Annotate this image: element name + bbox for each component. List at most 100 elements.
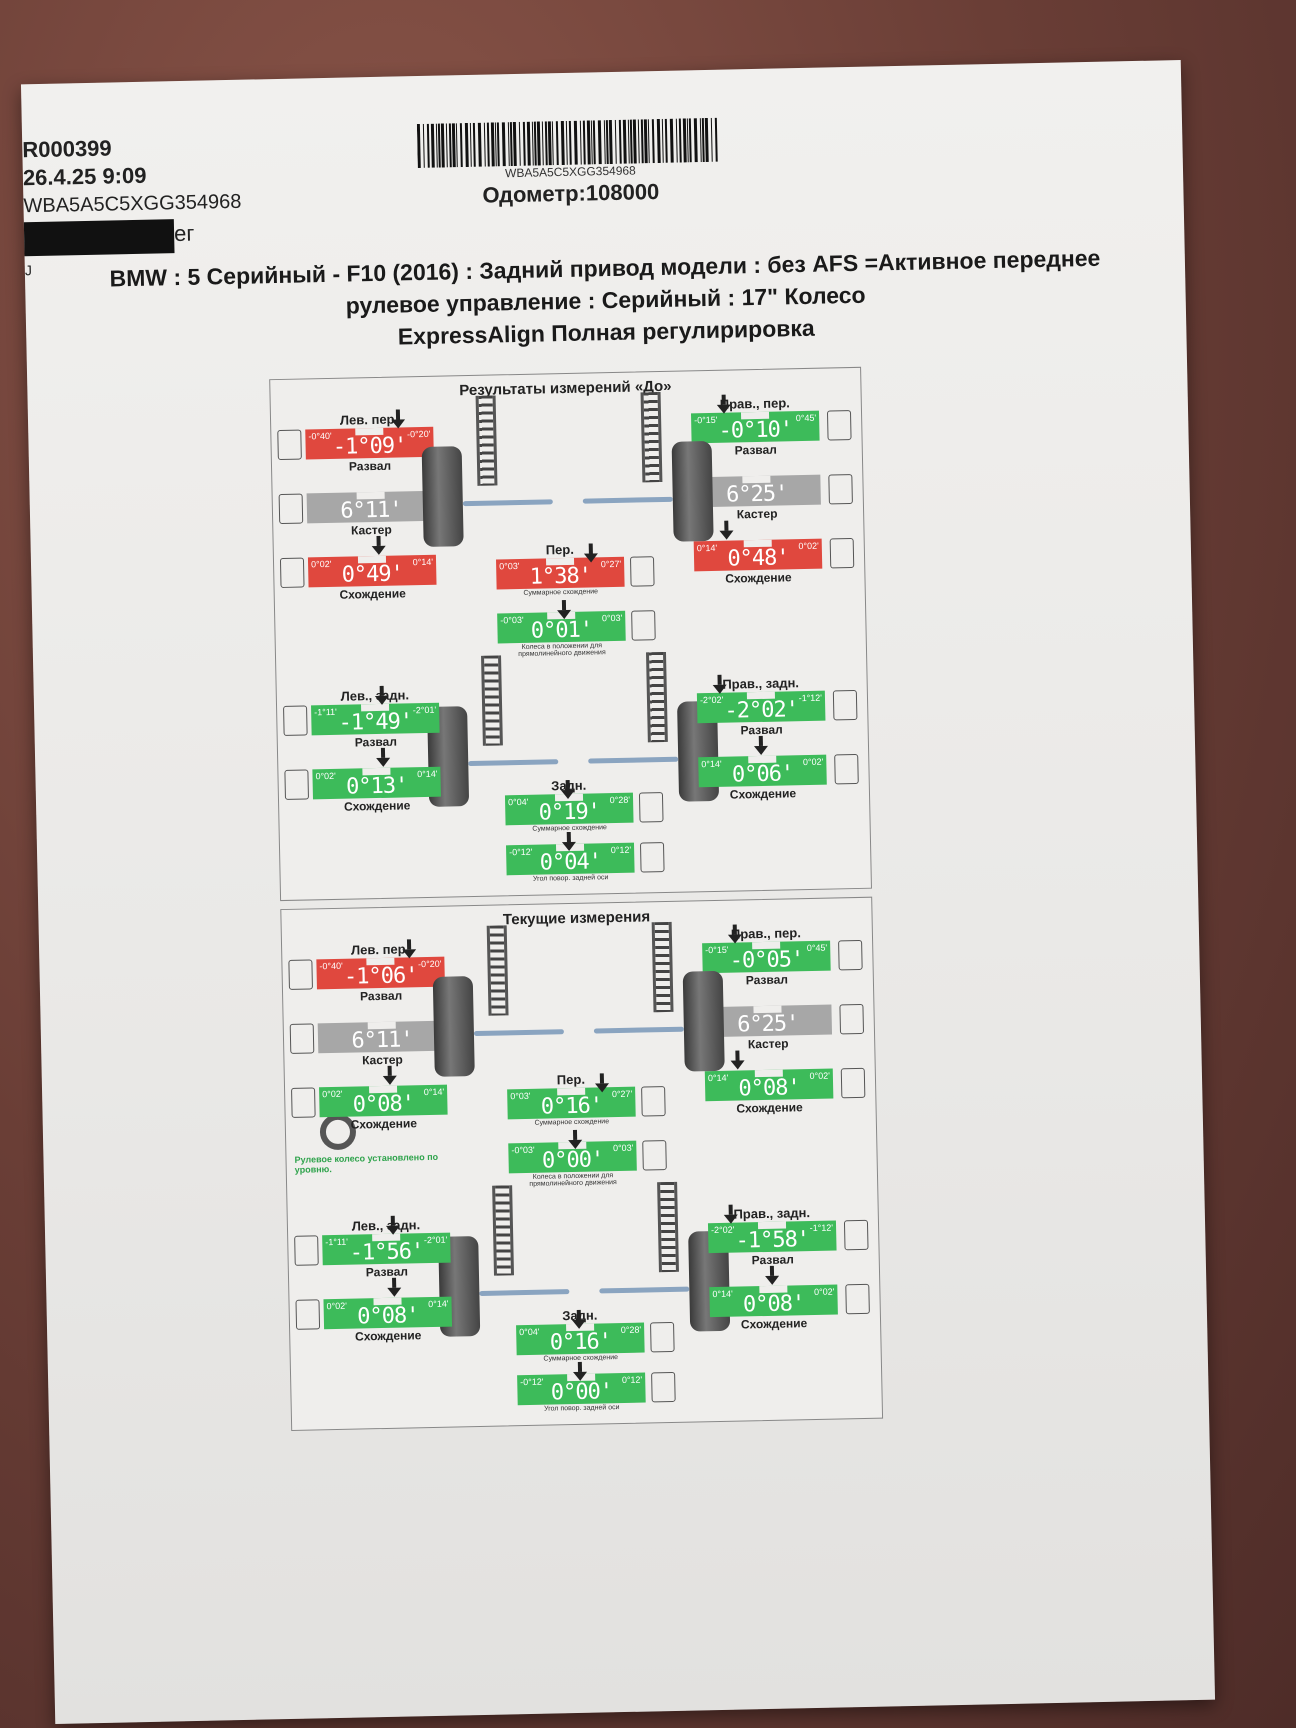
current-measurements-panel: Текущие измерения Рулевое колесо установ… (280, 896, 884, 1431)
measurement-label: Кастер (350, 522, 392, 538)
measured-value: 1°38' (529, 563, 592, 590)
barcode-bar (507, 122, 510, 167)
measured-value: 6°11' (351, 1027, 413, 1054)
indicator-arrow-icon (557, 609, 572, 620)
barcode-bar (597, 120, 602, 165)
rear-suspension-right-strut-icon (645, 651, 668, 743)
control-arm-icon (588, 756, 679, 764)
barcode-bar (509, 122, 513, 167)
indicator-arrow-icon (402, 949, 417, 959)
indicator-arrow-icon (753, 745, 769, 756)
measurement-label: Развал (354, 734, 398, 750)
measurement-label: Кастер (361, 1052, 403, 1068)
measured-value: 0°08' (738, 1075, 801, 1102)
front-left-caster-bar: 6°11' (306, 490, 436, 524)
barcode-bar (464, 122, 469, 168)
measured-value: 0°00' (541, 1147, 604, 1174)
camber-icon (277, 429, 302, 461)
measurement-label: Схождение (729, 786, 797, 802)
barcode-bar (582, 120, 586, 165)
rear-left-camber-bar: -1°11' -2°01' -1°56' (322, 1232, 451, 1266)
barcode-bar (640, 119, 644, 164)
indicator-arrow-icon (583, 553, 599, 563)
indicator-arrow-icon (560, 789, 576, 800)
thrust-angle-icon (651, 1371, 676, 1403)
barcode-bar (651, 119, 655, 164)
rear-suspension-right-strut-icon (657, 1181, 679, 1273)
measured-value: -2°02' (724, 697, 799, 724)
measurement-label: Схождение (725, 570, 792, 586)
barcode-bar (688, 118, 692, 163)
caster-icon (289, 1023, 315, 1054)
front-suspension-right-strut-icon (651, 921, 674, 1013)
front-right-toe: 0°14' 0°02' 0°48' Схождение (693, 538, 823, 587)
barcode-bar (547, 121, 552, 166)
barcode-bar (573, 120, 578, 165)
front-left-toe-bar: 0°02' 0°14' 0°08' (319, 1084, 448, 1118)
measurement-label: Схождение (343, 798, 411, 814)
front-suspension-right-strut-icon (640, 391, 663, 483)
barcode-bar (451, 123, 456, 168)
barcode-bar (494, 122, 497, 167)
total-toe-icon (650, 1321, 675, 1353)
measurement-label: Колеса в положении для прямолинейного дв… (529, 1172, 617, 1188)
toe-icon (834, 753, 859, 785)
straight-ahead-icon (631, 610, 656, 641)
camber-icon (838, 939, 863, 971)
front-total-toe: Пер. 0°03' 0°27' 1°38' Суммарное схожден… (496, 541, 625, 598)
barcode-bar (592, 120, 596, 165)
barcode-bar (555, 121, 559, 166)
rear-left-toe: 0°02' 0°14' 0°13' Схождение (312, 766, 441, 815)
barcode-bar (603, 120, 606, 165)
barcode-bar (490, 122, 495, 167)
barcode-bar (669, 118, 674, 163)
control-arm-icon (462, 499, 553, 507)
barcode-bar (536, 121, 541, 166)
barcode-bar (632, 119, 637, 164)
barcode-bar (430, 123, 435, 168)
front-right-toe-bar: 0°14' 0°02' 0°48' (693, 538, 823, 572)
toe-icon (279, 557, 305, 589)
straight-ahead-icon (642, 1140, 667, 1171)
indicator-arrow-icon (765, 1275, 780, 1286)
measurement-label: Развал (348, 458, 392, 474)
front-right-toe-bar: 0°14' 0°02' 0°08' (704, 1068, 834, 1102)
barcode-bar (608, 119, 613, 165)
front-left-camber: Лев. пер. -0°40' -0°20' -1°06' Развал (316, 941, 445, 1005)
measurement-label: Схождение (736, 1100, 803, 1116)
front-left-toe-bar: 0°02' 0°14' 0°49' (307, 554, 437, 588)
barcode-bar (541, 121, 544, 166)
toe-icon (291, 1087, 316, 1118)
barcode-bar (512, 121, 517, 167)
vin-barcode (416, 117, 718, 169)
indicator-arrow-icon (371, 545, 386, 556)
barcode-bar (560, 120, 565, 166)
control-arm-icon (468, 759, 559, 767)
barcode-bar (647, 119, 650, 164)
camber-icon (294, 1235, 319, 1266)
control-arm-icon (473, 1029, 564, 1037)
measured-value: -0°10' (718, 417, 793, 444)
barcode-bar (701, 118, 705, 163)
measured-value: 0°08' (742, 1291, 805, 1318)
toe-icon (284, 769, 309, 800)
barcode-bar (710, 117, 713, 162)
toe-icon (295, 1299, 321, 1330)
indicator-arrow-icon (573, 1371, 588, 1382)
barcode-bar (416, 123, 421, 169)
barcode-bar (486, 122, 490, 167)
barcode-bar (622, 119, 627, 164)
barcode-bar (664, 118, 668, 163)
barcode-bar (531, 121, 534, 166)
toe-icon (845, 1283, 870, 1315)
rear-right-camber-bar: -2°02' -1°12' -1°58' (707, 1220, 837, 1254)
barcode-bar (477, 122, 482, 167)
barcode-bar (618, 119, 622, 164)
camber-icon (288, 959, 313, 990)
barcode-bar (629, 119, 633, 164)
barcode-bar (496, 122, 500, 167)
front-total-toe-bar: 0°03' 0°27' 0°16' (507, 1086, 636, 1120)
barcode-bar (675, 118, 678, 163)
measured-value: -1°09' (332, 433, 407, 460)
measurement-label: Схождение (354, 1328, 422, 1344)
